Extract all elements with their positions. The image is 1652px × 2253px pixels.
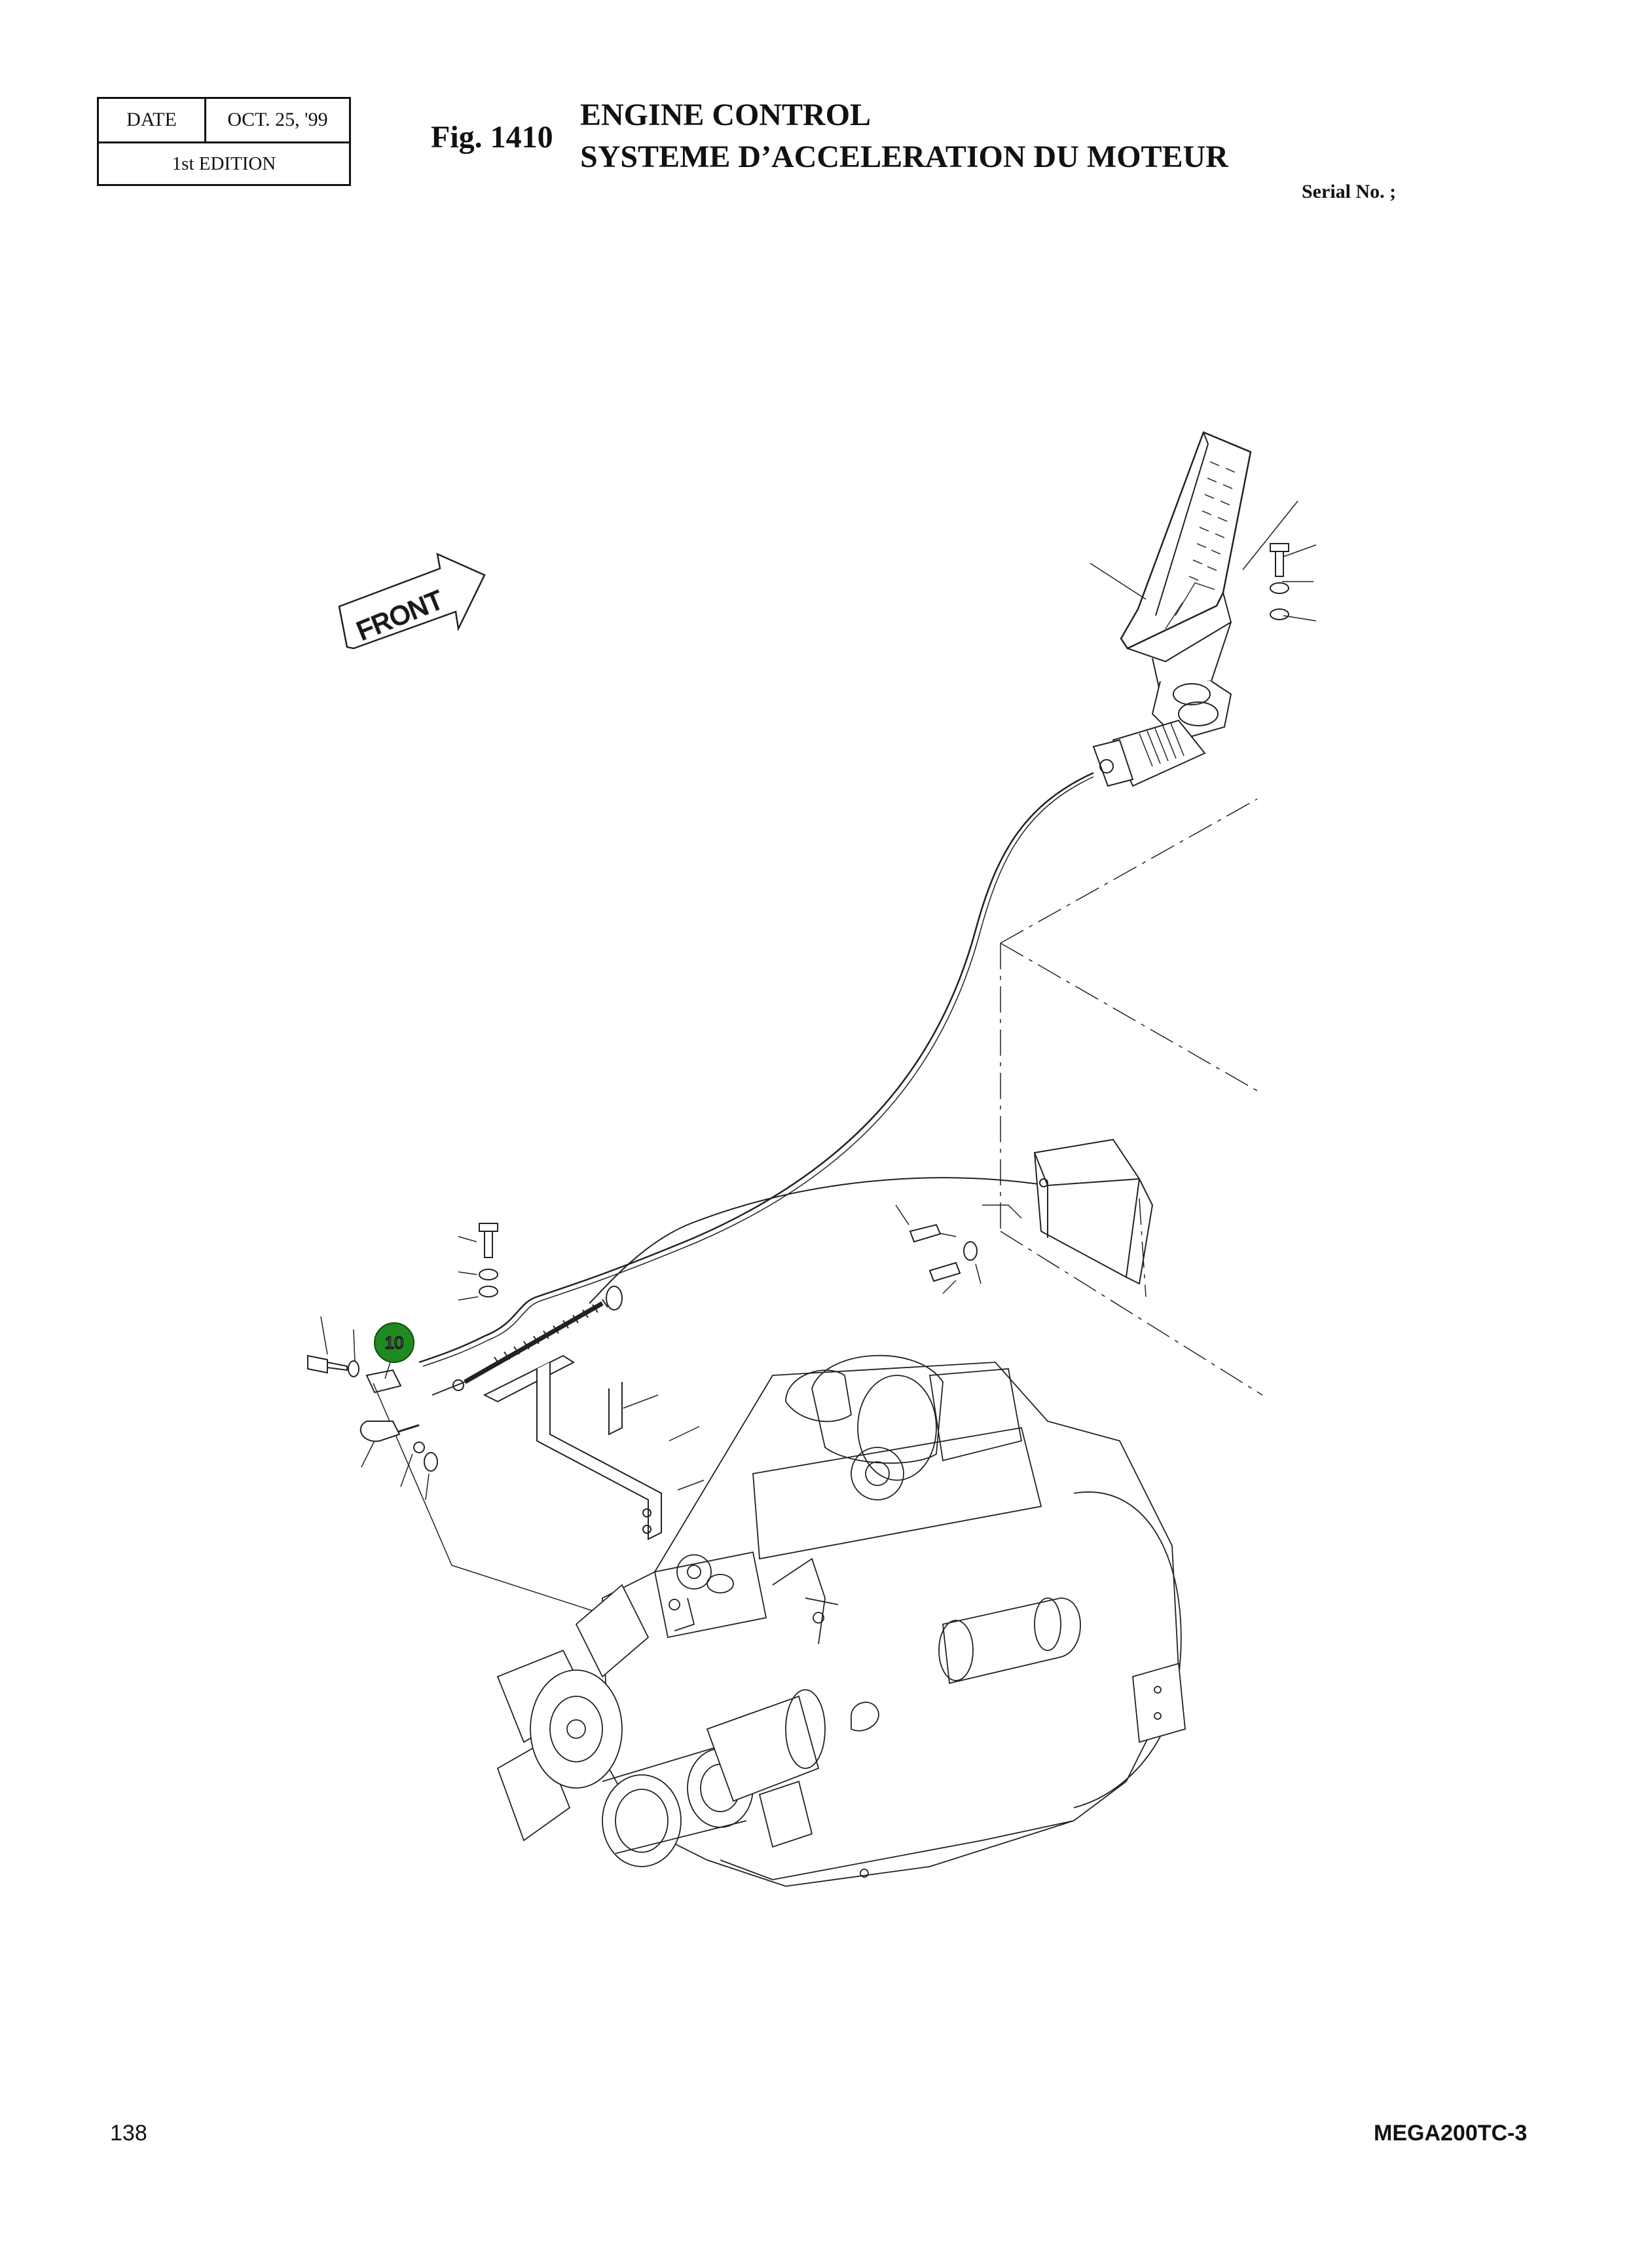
page-number: 138 [110, 2121, 147, 2146]
date-value: OCT. 25, '99 [227, 109, 328, 130]
cable-bracket [485, 1356, 704, 1539]
front-label: FRONT [353, 586, 447, 646]
date-label: DATE [99, 99, 206, 141]
figure-number: Fig. 1410 [431, 120, 553, 155]
accelerator-pedal [1090, 432, 1316, 786]
page-subtitle: SYSTEME D’ACCELERATION DU MOTEUR [580, 140, 1228, 174]
edition-label: 1st EDITION [172, 153, 276, 174]
date-edition-box: DATE OCT. 25, '99 1st EDITION [97, 97, 351, 186]
fastener-set-left [308, 1223, 655, 1631]
page-title: ENGINE CONTROL [580, 98, 872, 132]
model-code: MEGA200TC-3 [1374, 2121, 1528, 2146]
pedal-mounting-bracket [896, 1140, 1152, 1294]
serial-number: Serial No. ; [1302, 181, 1397, 202]
cab-outline [1000, 799, 1262, 1395]
callout-10-label: 10 [385, 1333, 404, 1352]
throttle-cable [419, 773, 1093, 1395]
engine-assembly [498, 1356, 1185, 1886]
date-row: DATE OCT. 25, '99 [99, 99, 349, 143]
callout-10[interactable]: 10 [375, 1323, 414, 1379]
front-arrow-icon: FRONT [339, 554, 485, 648]
